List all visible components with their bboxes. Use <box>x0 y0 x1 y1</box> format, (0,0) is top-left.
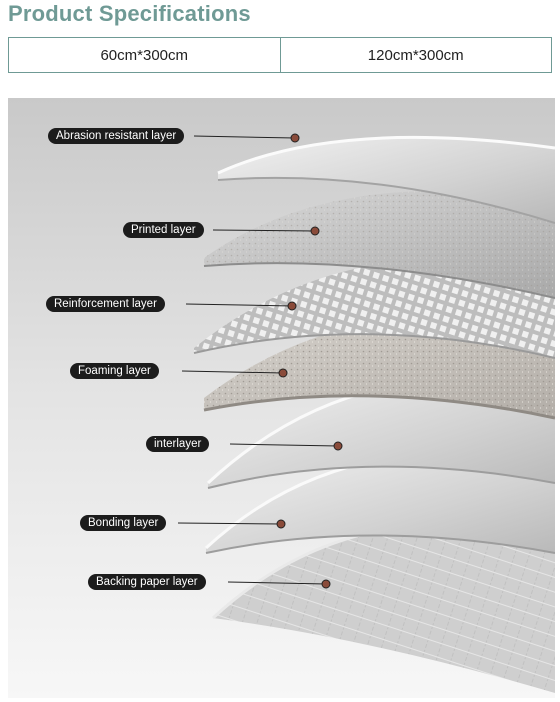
label-abrasion-resistant-layer: Abrasion resistant layer <box>48 128 185 144</box>
marker-foaming <box>278 368 288 378</box>
spec-table: 60cm*300cm 120cm*300cm <box>8 37 552 73</box>
marker-interlayer <box>333 441 343 451</box>
marker-bonding <box>276 519 286 529</box>
layer-diagram: Abrasion resistant layer Printed layer R… <box>8 98 555 698</box>
spec-cell-size-1: 60cm*300cm <box>100 46 189 64</box>
label-printed-layer: Printed layer <box>123 222 204 238</box>
layer-diagram-illustration <box>8 98 555 698</box>
label-interlayer: interlayer <box>146 436 210 452</box>
layer-leader-lines <box>177 133 343 589</box>
marker-printed <box>310 226 320 236</box>
marker-abrasion <box>290 133 300 143</box>
label-bonding-layer: Bonding layer <box>80 515 167 531</box>
sheet-printed <box>203 191 555 299</box>
sheet-abrasion-resistant <box>217 135 555 224</box>
label-backing-paper-layer: Backing paper layer <box>88 574 206 590</box>
label-foaming-layer: Foaming layer <box>70 363 159 379</box>
page-title: Product Specifications <box>8 1 251 26</box>
marker-backing-paper <box>321 579 331 589</box>
marker-reinforcement <box>287 301 297 311</box>
sheet-reinforcement <box>193 258 555 359</box>
spec-cell-size-2: 120cm*300cm <box>279 38 552 72</box>
label-reinforcement-layer: Reinforcement layer <box>46 296 165 312</box>
